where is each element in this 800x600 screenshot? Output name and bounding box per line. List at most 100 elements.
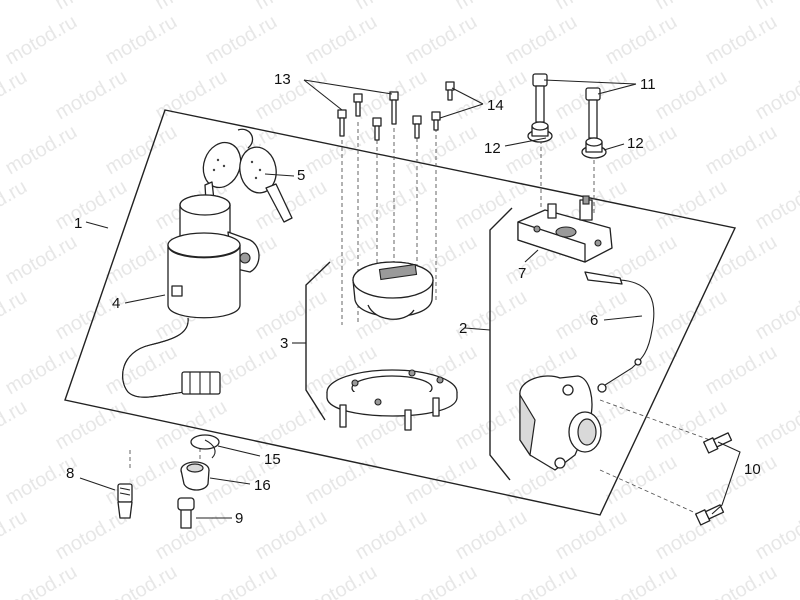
watermark-text: motod.ru [602,11,681,70]
callout-8: 8 [66,465,74,482]
leader-lines [79,79,741,519]
watermark-text: motod.ru [702,231,781,290]
watermark-text: motod.ru [452,506,531,565]
watermark-text: motod.ru [52,176,131,235]
callout-6: 6 [590,312,598,329]
watermark-text: motod.ru [0,176,31,235]
watermark-text: motod.ru [402,121,481,180]
watermark-text: motod.ru [402,561,481,600]
watermark-text: motod.ru [652,66,731,125]
callout-9: 9 [235,510,243,527]
watermark-text: motod.ru [252,66,331,125]
bolt-part-9 [177,497,195,529]
watermark-text: motod.ru [252,396,331,455]
watermark-text: motod.ru [552,0,631,14]
clip-part-15 [190,434,220,459]
watermark-text: motod.ru [752,0,800,14]
watermark-text: motod.ru [102,121,181,180]
washers-part-12 [527,121,607,159]
group-bracket-2 [489,207,513,481]
bolts-part-11 [532,73,601,139]
stud-part-8 [117,483,133,519]
watermark-text: motod.ru [352,506,431,565]
watermark-text: motod.ru [352,176,431,235]
callout-3: 3 [280,335,288,352]
watermark-text: motod.ru [0,506,31,565]
watermark-text: motod.ru [702,11,781,70]
watermark-text: motod.ru [252,286,331,345]
watermark-text: motod.ru [0,286,31,345]
callout-1: 1 [74,215,82,232]
watermark-text: motod.ru [402,451,481,510]
watermark-text: motod.ru [0,396,31,455]
bracket-part-7 [517,195,613,263]
watermark-text: motod.ru [702,121,781,180]
watermark-text: motod.ru [2,231,81,290]
callout-4: 4 [112,295,120,312]
watermark-text: motod.ru [702,561,781,600]
ignition-lock-part-4 [122,194,260,398]
lock-body-part-2 [519,375,602,471]
watermark-text: motod.ru [2,11,81,70]
watermark-text: motod.ru [2,561,81,600]
watermark-text: motod.ru [52,0,131,14]
callout-14: 14 [487,97,504,114]
watermark-text: motod.ru [652,0,731,14]
watermark-text: motod.ru [552,506,631,565]
watermark-text: motod.ru [502,11,581,70]
watermark-text: motod.ru [752,396,800,455]
watermark-text: motod.ru [152,396,231,455]
watermark-text: motod.ru [452,66,531,125]
callout-11: 11 [640,76,656,93]
bushing-part-16 [180,461,210,491]
watermark-text: motod.ru [52,396,131,455]
watermark-text: motod.ru [502,561,581,600]
watermark-text: motod.ru [0,0,31,14]
watermark-text: motod.ru [252,506,331,565]
watermark-text: motod.ru [402,11,481,70]
watermark-text: motod.ru [452,396,531,455]
assembly-frame [64,109,737,516]
watermark-text: motod.ru [602,561,681,600]
watermark-text: motod.ru [102,561,181,600]
watermark-text: motod.ru [602,451,681,510]
watermark-text: motod.ru [752,286,800,345]
watermark-text: motod.ru [52,66,131,125]
watermark-text: motod.ru [652,176,731,235]
watermark-text: motod.ru [352,0,431,14]
keys-part-5 [202,128,293,223]
callout-7: 7 [518,265,526,282]
callout-13: 13 [274,71,291,88]
callout-10: 10 [744,461,761,478]
watermark-text: motod.ru [302,11,381,70]
watermark-text: motod.ru [102,341,181,400]
watermark-text: motod.ru [702,341,781,400]
group-bracket-3 [305,261,331,421]
callout-15: 15 [264,451,281,468]
watermark-text: motod.ru [302,561,381,600]
callouts: 1 2 3 4 5 6 7 8 9 10 11 12 12 13 14 15 1… [66,71,761,527]
watermark-text: motod.ru [102,11,181,70]
watermark-text: motod.ru [102,451,181,510]
watermark-text: motod.ru [452,0,531,14]
callout-12-left: 12 [484,140,501,157]
watermark-text: motod.ru [152,0,231,14]
callout-16: 16 [254,477,271,494]
fuel-cap-part-3 [326,261,458,431]
watermark-text: motod.ru [2,121,81,180]
watermark-text: motod.ru [652,286,731,345]
watermark-text: motod.ru [752,506,800,565]
watermark-text: motod.ru [0,66,31,125]
callout-5: 5 [297,167,305,184]
watermark-text: motod.ru [752,176,800,235]
watermark-text: motod.ru [702,451,781,510]
release-cable-part-6 [584,271,655,393]
watermark-text: motod.ru [752,66,800,125]
callout-12-right: 12 [627,135,644,152]
callout-2: 2 [459,320,467,337]
watermark-text: motod.ru [202,11,281,70]
watermark-text: motod.ru [202,561,281,600]
watermark-text: motod.ru [602,341,681,400]
watermark-text: motod.ru [252,0,331,14]
